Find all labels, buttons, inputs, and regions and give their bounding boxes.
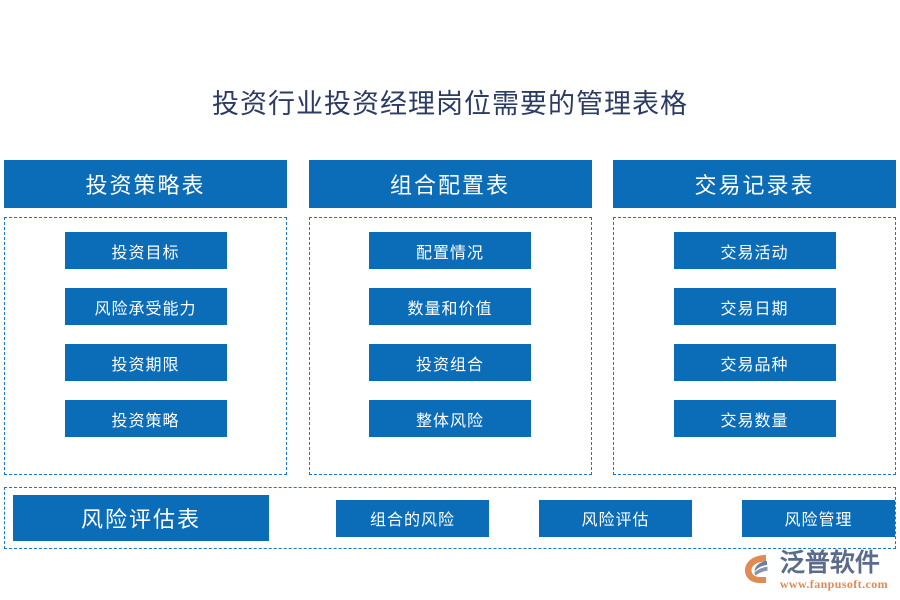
column-investment-strategy: 投资策略表 投资目标 风险承受能力 投资期限 投资策略 — [4, 160, 287, 475]
item-box[interactable]: 交易日期 — [673, 288, 836, 325]
item-box[interactable]: 投资目标 — [64, 232, 227, 269]
table-columns-region: 投资策略表 投资目标 风险承受能力 投资期限 投资策略 组合配置表 配置情况 数… — [0, 160, 900, 475]
item-box[interactable]: 风险管理 — [742, 499, 896, 537]
column-body-3: 交易活动 交易日期 交易品种 交易数量 — [613, 217, 896, 475]
item-box[interactable]: 交易品种 — [673, 344, 836, 381]
column-header-3: 交易记录表 — [613, 160, 896, 208]
item-box[interactable]: 交易活动 — [673, 232, 836, 269]
column-body-2: 配置情况 数量和价值 投资组合 整体风险 — [308, 217, 592, 475]
logo-text-block: 泛普软件 www.fanpusoft.com — [779, 549, 888, 592]
logo-website-url: www.fanpusoft.com — [779, 577, 888, 591]
logo-company-name: 泛普软件 — [779, 549, 880, 577]
item-box[interactable]: 配置情况 — [369, 232, 531, 269]
item-box[interactable]: 整体风险 — [369, 400, 531, 437]
item-box[interactable]: 投资期限 — [64, 344, 227, 381]
item-box[interactable]: 风险承受能力 — [64, 288, 227, 325]
column-body-1: 投资目标 风险承受能力 投资期限 投资策略 — [4, 217, 287, 475]
page-title: 投资行业投资经理岗位需要的管理表格 — [212, 89, 688, 119]
brand-logo: 泛普软件 www.fanpusoft.com — [742, 550, 888, 592]
item-box[interactable]: 投资组合 — [369, 344, 531, 381]
column-header-2: 组合配置表 — [308, 160, 592, 208]
column-portfolio-allocation: 组合配置表 配置情况 数量和价值 投资组合 整体风险 — [308, 160, 592, 475]
column-trade-record: 交易记录表 交易活动 交易日期 交易品种 交易数量 — [613, 160, 896, 475]
item-box[interactable]: 交易数量 — [673, 400, 836, 437]
item-box[interactable]: 组合的风险 — [335, 499, 489, 537]
item-box[interactable]: 风险评估 — [538, 499, 692, 537]
column-header-1: 投资策略表 — [4, 160, 287, 208]
risk-assessment-row: 风险评估表 组合的风险 风险评估 风险管理 — [4, 487, 896, 549]
fanpu-swoosh-icon — [742, 552, 776, 586]
item-box[interactable]: 数量和价值 — [369, 288, 531, 325]
bottom-header-risk-assessment: 风险评估表 — [13, 495, 269, 541]
item-box[interactable]: 投资策略 — [64, 400, 227, 437]
